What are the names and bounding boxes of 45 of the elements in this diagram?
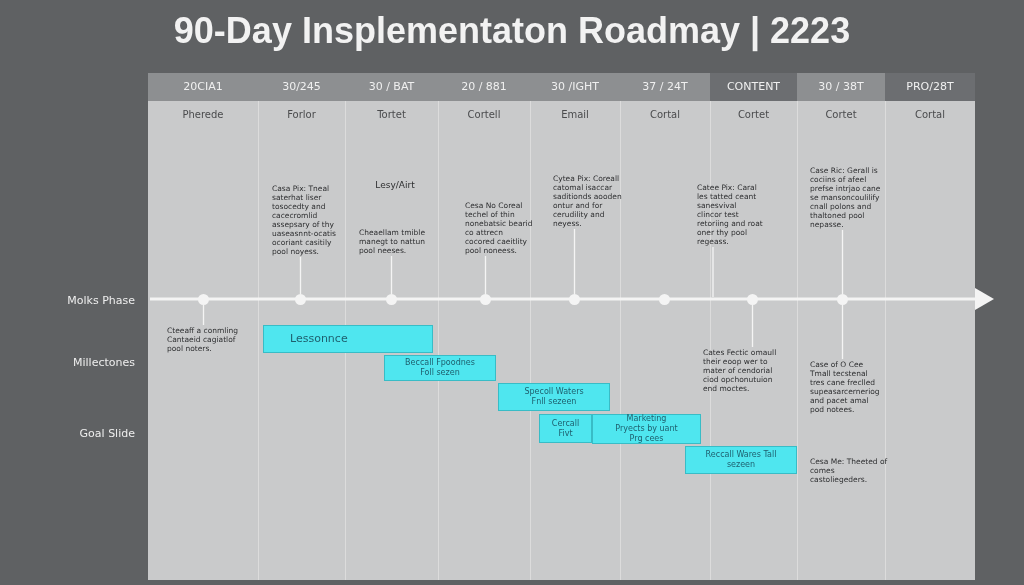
task-bar: Specoll Waters Fnll sezeen (498, 383, 610, 411)
column-subheading: Tortet (376, 109, 407, 120)
task-bar: Beccall Fpoodnes Foll sezen (384, 355, 496, 381)
task-bar: Cercall Fivt (539, 414, 592, 443)
leader-line (484, 255, 487, 295)
milestone-dot (198, 294, 209, 305)
leader-line (202, 304, 205, 326)
milestone-dot (386, 294, 397, 305)
row-label: Goal Slide (78, 427, 135, 440)
note-heading: Lesy/Airt (374, 181, 416, 190)
row-label: Molks Phase (66, 294, 135, 307)
leader-line (390, 255, 393, 295)
column-header: 20CIA1 (148, 73, 258, 101)
column-header: 30 / BAT (345, 73, 438, 101)
leader-line (841, 229, 844, 295)
column-header: CONTENT (710, 73, 797, 101)
column-header: 37 / 24T (620, 73, 710, 101)
milestone-dot (295, 294, 306, 305)
diagram-title: 90-Day Insplementaton Roadmay | 2223 (172, 10, 852, 52)
leader-line (841, 304, 844, 360)
row-label: Millectones (72, 356, 135, 369)
column-header: 30 /IGHT (530, 73, 620, 101)
milestone-dot (747, 294, 758, 305)
column-subheading: Cortell (466, 109, 502, 120)
task-bar: Marketing Pryects by uant Prg cees (592, 414, 701, 444)
column-subheading: Cortal (648, 109, 681, 120)
column-subheading: Email (560, 109, 590, 120)
column-subheading: Forlor (286, 109, 317, 120)
column-subheading: Cortet (736, 109, 771, 120)
column-header: 20 / 881 (438, 73, 530, 101)
leader-line (751, 304, 754, 348)
leader-line (299, 256, 302, 295)
milestone-dot (659, 294, 670, 305)
column-subheading: Cortet (824, 109, 858, 120)
task-bar: Reccall Wares Tall sezeen (685, 446, 797, 474)
column-header: 30/245 (258, 73, 345, 101)
column-header: PRO/28T (885, 73, 975, 101)
column-subheading: Pherede (181, 109, 225, 120)
leader-line (573, 228, 576, 295)
column-subheading: Cortal (913, 109, 946, 120)
column-header: 30 / 38T (797, 73, 885, 101)
milestone-dot (480, 294, 491, 305)
milestone-dot (837, 294, 848, 305)
task-bar: Lessonnce (263, 325, 433, 353)
milestone-dot (569, 294, 580, 305)
